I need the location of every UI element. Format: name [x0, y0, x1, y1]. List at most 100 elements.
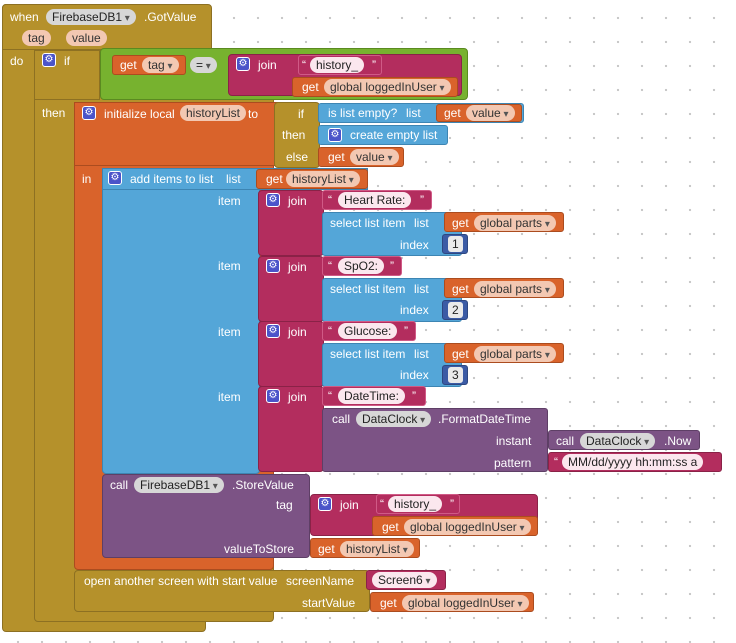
text-spo2[interactable]: SpO2: — [338, 258, 385, 274]
pattern-label: pattern — [494, 456, 532, 470]
store-component-dropdown[interactable]: FirebaseDB1 — [134, 477, 224, 493]
index-label: index — [400, 238, 429, 252]
index-value-3[interactable]: 3 — [448, 367, 463, 383]
join-label: join — [340, 498, 359, 512]
join-gear-icon[interactable]: ⚙ — [266, 193, 280, 207]
clock-dropdown[interactable]: DataClock — [356, 411, 432, 427]
get-label: get — [302, 80, 319, 94]
quote-close-icon: ” — [372, 58, 376, 72]
instant-label: instant — [496, 434, 532, 448]
ternary-block[interactable] — [274, 102, 320, 168]
local-var-name[interactable]: historyList — [180, 105, 247, 121]
index-label: index — [400, 368, 429, 382]
global-logged-dropdown[interactable]: global loggedInUser — [324, 79, 451, 95]
text-heart[interactable]: Heart Rate: — [338, 192, 412, 208]
join-label: join — [288, 390, 307, 404]
value-to-store-label: valueToStore — [224, 542, 295, 556]
init-gear-icon[interactable]: ⚙ — [82, 106, 96, 120]
get-label: get — [380, 596, 397, 610]
parts-dropdown[interactable]: global parts — [474, 346, 556, 362]
ternary-else-label: else — [286, 150, 309, 164]
add-items-label: add items to list — [130, 172, 214, 186]
list-label: list — [414, 216, 429, 230]
parts-dropdown[interactable]: global parts — [474, 281, 556, 297]
join-gear-icon[interactable]: ⚙ — [266, 389, 280, 403]
item-label-4: item — [218, 390, 241, 404]
text-glucose[interactable]: Glucose: — [338, 323, 398, 339]
in-label: in — [82, 172, 92, 186]
value-else-dropdown[interactable]: value — [350, 149, 399, 165]
tag-var-dropdown[interactable]: tag — [142, 57, 179, 73]
create-gear-icon[interactable]: ⚙ — [328, 128, 342, 142]
do-label: do — [10, 54, 24, 68]
list-label: list — [414, 282, 429, 296]
screen-name-label: screenName — [286, 574, 355, 588]
format-method-label: .FormatDateTime — [438, 412, 531, 426]
index-label: index — [400, 303, 429, 317]
open-screen-block[interactable] — [74, 570, 370, 612]
if-label: if — [64, 54, 70, 68]
get-label: get — [452, 347, 469, 361]
text-history[interactable]: history_ — [310, 57, 365, 73]
create-empty-label: create empty list — [350, 128, 438, 142]
screen6-dropdown[interactable]: Screen6 — [372, 572, 437, 588]
item-label-1: item — [218, 194, 241, 208]
list-label: list — [414, 347, 429, 361]
init-local-header — [74, 102, 284, 166]
quote-close-icon: ” — [412, 389, 416, 403]
quote-close-icon: ” — [420, 193, 424, 207]
pattern-text[interactable]: MM/dd/yyyy hh:mm:ss a — [562, 454, 704, 470]
join-label: join — [288, 194, 307, 208]
add-items-block[interactable] — [102, 168, 260, 474]
item-label-3: item — [218, 325, 241, 339]
join-gear-icon[interactable]: ⚙ — [318, 497, 332, 511]
store-method-label: .StoreValue — [232, 478, 294, 492]
open-screen-label: open another screen with start value — [84, 574, 278, 588]
join-gear-icon[interactable]: ⚙ — [236, 57, 250, 71]
get-label: get — [328, 150, 345, 164]
ternary-then-label: then — [282, 128, 306, 142]
global-logged-open-dropdown[interactable]: global loggedInUser — [402, 595, 529, 611]
quote-close-icon: ” — [450, 497, 454, 511]
join-label: join — [288, 260, 307, 274]
text-history-store[interactable]: history_ — [388, 496, 443, 512]
select-label: select list item — [330, 347, 406, 361]
list-label: list — [406, 106, 421, 120]
index-value-2[interactable]: 2 — [448, 302, 463, 318]
item-label-2: item — [218, 259, 241, 273]
quote-open-icon: “ — [328, 259, 332, 273]
join-gear-icon[interactable]: ⚙ — [266, 259, 280, 273]
get-label: get — [382, 520, 399, 534]
create-empty-list-block[interactable] — [318, 125, 448, 145]
join-gear-icon[interactable]: ⚙ — [266, 324, 280, 338]
value-var-dropdown[interactable]: value — [466, 105, 515, 121]
select-label: select list item — [330, 282, 406, 296]
if-gear-icon[interactable]: ⚙ — [42, 53, 56, 67]
quote-open-icon: “ — [328, 193, 332, 207]
quote-open-icon: “ — [328, 324, 332, 338]
quote-open-icon: “ — [302, 58, 306, 72]
component-dropdown[interactable]: FirebaseDB1 — [46, 9, 136, 25]
init-local-label: initialize local — [104, 107, 175, 121]
param-value[interactable]: value — [66, 30, 107, 46]
clock-now-dropdown[interactable]: DataClock — [580, 433, 656, 449]
operator-dropdown[interactable]: = — [190, 57, 217, 73]
add-items-gear-icon[interactable]: ⚙ — [108, 171, 122, 185]
quote-open-icon: “ — [554, 455, 558, 469]
start-value-label: startValue — [302, 596, 356, 610]
global-logged-store-dropdown[interactable]: global loggedInUser — [404, 519, 531, 535]
param-tag[interactable]: tag — [22, 30, 51, 46]
historylist-store-dropdown[interactable]: historyList — [340, 541, 414, 557]
join-label: join — [288, 325, 307, 339]
quote-open-icon: “ — [328, 389, 332, 403]
join-label: join — [258, 58, 277, 72]
text-datetime[interactable]: DateTime: — [338, 388, 405, 404]
get-label: get — [120, 58, 137, 72]
when-label: when — [10, 10, 39, 24]
event-name-label: .GotValue — [144, 10, 197, 24]
ternary-if-label: if — [298, 107, 304, 121]
historylist-dropdown[interactable]: historyList — [286, 171, 360, 187]
parts-dropdown[interactable]: global parts — [474, 215, 556, 231]
index-value-1[interactable]: 1 — [448, 236, 463, 252]
get-label: get — [452, 216, 469, 230]
